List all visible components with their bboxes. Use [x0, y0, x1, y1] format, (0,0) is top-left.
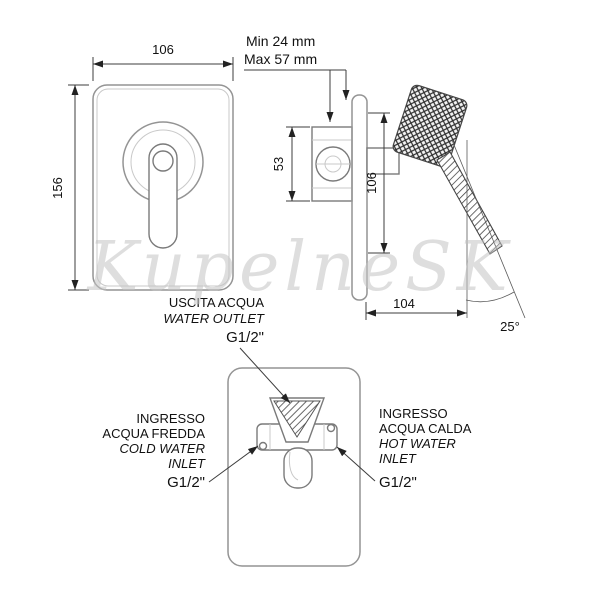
cold-inlet-label-block: INGRESSO ACQUA FREDDA COLD WATER INLET G… [102, 411, 259, 491]
dim-front-height-label: 156 [50, 177, 65, 199]
hot-label-1: INGRESSO [379, 406, 448, 421]
cold-thread-label: G1/2" [167, 474, 205, 491]
lever-handle-side [436, 151, 503, 255]
hot-thread-label: G1/2" [379, 474, 417, 491]
dim-side-106-label: 106 [364, 172, 379, 194]
cold-label-3: COLD WATER [120, 441, 205, 456]
side-view: Min 24 mm Max 57 mm 53 106 25° [244, 33, 526, 334]
cold-label-4: INLET [168, 456, 206, 471]
dim-front-width: 106 [92, 42, 234, 81]
wall-plate-side [351, 94, 368, 301]
outlet-label-block: USCITA ACQUA WATER OUTLET G1/2" [163, 295, 291, 404]
screw-right [326, 423, 336, 433]
handle-stem-side [366, 147, 400, 175]
outlet-thread-label: G1/2" [226, 329, 264, 346]
lever-handle-front [148, 143, 178, 249]
dim-reach-104: 104 [365, 296, 467, 320]
max-depth-label: Max 57 mm [244, 51, 317, 67]
handle-knob-hatched [392, 84, 468, 168]
watermark: KupelneSK [85, 228, 512, 307]
cold-label-2: ACQUA FREDDA [102, 426, 205, 441]
dim-side-106: 106 [364, 112, 390, 254]
dim-104-label: 104 [393, 296, 415, 311]
screw-left [258, 441, 268, 451]
lever-hub [152, 150, 174, 172]
wall-plate-front [92, 84, 234, 291]
bottom-view: USCITA ACQUA WATER OUTLET G1/2" INGRESSO… [102, 295, 472, 567]
wall-plate-inner-edge [96, 88, 230, 287]
outlet-label-en: WATER OUTLET [163, 311, 265, 326]
dim-handle-angle: 25° [451, 139, 526, 334]
min-depth-label: Min 24 mm [246, 33, 315, 49]
dim-wall-depth: Min 24 mm Max 57 mm [244, 33, 350, 122]
outlet-leader [239, 347, 291, 404]
front-view: 106 156 [50, 42, 234, 291]
outlet-label-it: USCITA ACQUA [169, 295, 264, 310]
dim-front-width-label: 106 [152, 42, 174, 57]
cold-label-1: INGRESSO [136, 411, 205, 426]
dim-body-53: 53 [271, 126, 310, 202]
dim-53-label: 53 [271, 157, 286, 171]
cold-leader [208, 445, 259, 483]
hot-label-2: ACQUA CALDA [379, 421, 472, 436]
hot-label-4: INLET [379, 451, 417, 466]
outlet-funnel-hatched [273, 400, 321, 438]
hot-inlet-label-block: INGRESSO ACQUA CALDA HOT WATER INLET G1/… [336, 406, 472, 491]
outlet-elbow [283, 447, 313, 489]
angle-label: 25° [500, 319, 520, 334]
hot-label-3: HOT WATER [379, 436, 456, 451]
dim-front-height: 156 [50, 84, 89, 291]
hot-leader [336, 446, 376, 482]
